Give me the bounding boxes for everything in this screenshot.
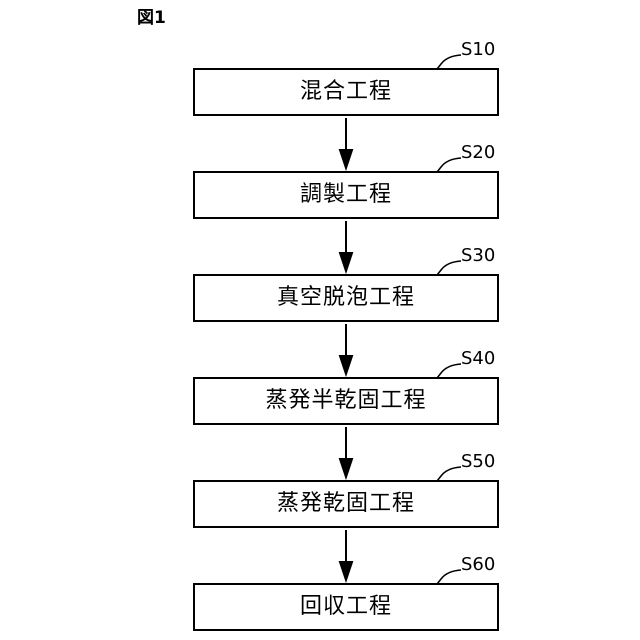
step-box-mixing: 混合工程 [193, 68, 499, 116]
step-id-s10: S10 [461, 40, 495, 60]
step-box-evaporation-semi-drying: 蒸発半乾固工程 [193, 377, 499, 425]
step-box-evaporation-drying: 蒸発乾固工程 [193, 480, 499, 528]
step-box-preparation: 調製工程 [193, 171, 499, 219]
step-box-vacuum-defoaming: 真空脱泡工程 [193, 274, 499, 322]
step-id-s20: S20 [461, 143, 495, 163]
step-label: 真空脱泡工程 [277, 285, 415, 311]
step-label: 回収工程 [300, 594, 392, 620]
arrow-head-2 [340, 253, 352, 271]
arrow-head-1 [340, 150, 352, 168]
step-id-s30: S30 [461, 246, 495, 266]
arrow-head-4 [340, 459, 352, 477]
arrow-head-5 [340, 562, 352, 580]
step-label: 蒸発半乾固工程 [265, 388, 426, 414]
step-label: 混合工程 [300, 79, 392, 105]
step-label: 調製工程 [300, 182, 392, 208]
step-id-s60: S60 [461, 555, 495, 575]
step-id-s40: S40 [461, 349, 495, 369]
arrow-head-3 [340, 356, 352, 374]
step-label: 蒸発乾固工程 [277, 491, 415, 517]
step-id-s50: S50 [461, 452, 495, 472]
step-box-recovery: 回収工程 [193, 583, 499, 631]
